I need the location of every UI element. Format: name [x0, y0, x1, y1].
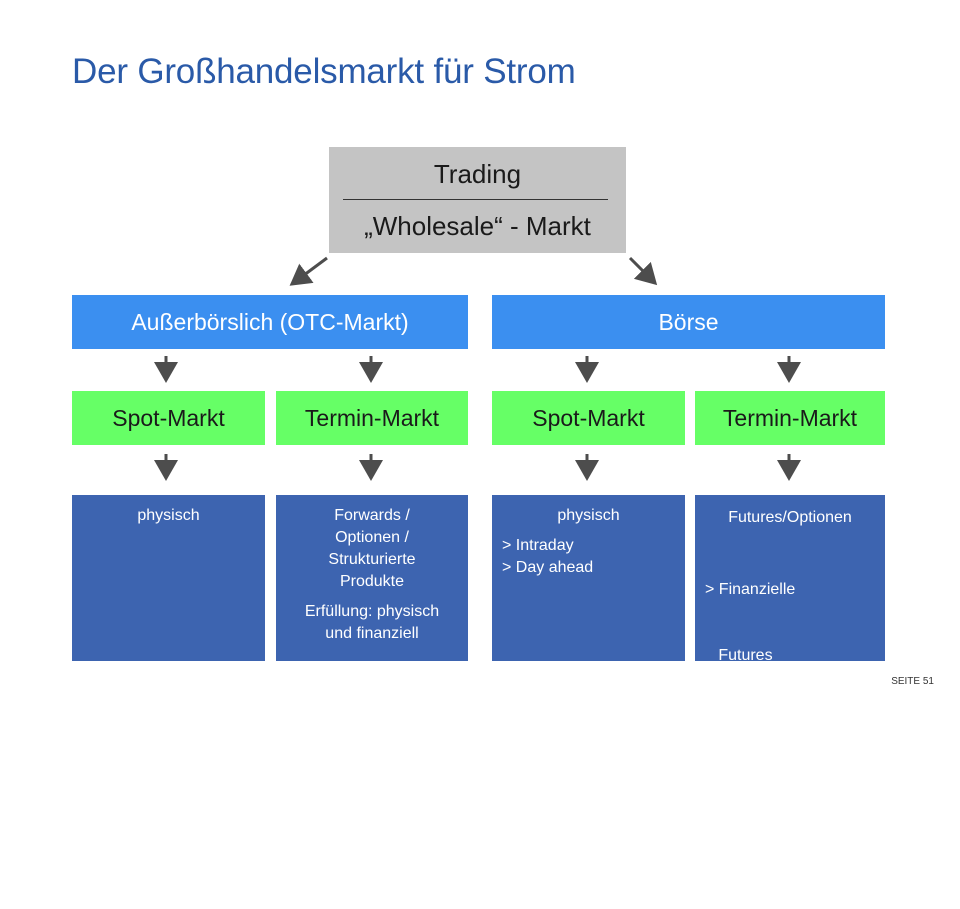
boerse-termin-detail: Futures/Optionen > Finanzielle Futures >… — [695, 495, 885, 862]
otc-termin-detail: Forwards / Optionen / Strukturierte Prod… — [276, 495, 468, 661]
detail-heading: physisch — [137, 507, 200, 524]
detail-line: Produkte — [339, 573, 405, 590]
page-title: Der Großhandelsmarkt für Strom — [72, 52, 576, 91]
connector-arrows — [154, 256, 801, 481]
bullet-item: > Physische — [705, 713, 792, 730]
category-boerse: Börse — [492, 295, 885, 349]
arrow-to-boerse — [628, 256, 658, 286]
bullet-list: > Finanzielle Futures > Physische Future… — [695, 535, 885, 909]
boerse-spot-markt: Spot-Markt — [492, 391, 685, 445]
fulfilment-line: und finanziell — [325, 625, 419, 642]
bullet-item: > Intraday — [502, 537, 574, 554]
trading-box: Trading „Wholesale“ - Markt — [329, 147, 626, 253]
fulfilment-line: Erfüllung: physisch — [304, 603, 440, 620]
arrow-to-otc — [289, 256, 328, 286]
detail-heading: physisch — [557, 507, 620, 524]
detail-line: Strukturierte — [328, 551, 416, 568]
otc-termin-markt: Termin-Markt — [276, 391, 468, 445]
category-otc: Außerbörslich (OTC-Markt) — [72, 295, 468, 349]
bullet-item: > Day ahead — [502, 559, 594, 576]
detail-heading: Futures/Optionen — [728, 509, 852, 526]
bullet-item: Futures — [705, 779, 773, 796]
bullet-item: > Finanzielle — [705, 581, 796, 598]
divider — [343, 199, 608, 200]
bullet-list: > Intraday > Day ahead — [492, 535, 685, 579]
bullet-item: > Optionen — [705, 845, 784, 862]
bullet-item: Futures — [705, 647, 773, 664]
otc-spot-detail: physisch — [72, 495, 265, 661]
trading-label: Trading — [433, 159, 522, 189]
wholesale-label: „Wholesale“ - Markt — [364, 211, 591, 241]
boerse-spot-detail: physisch > Intraday > Day ahead — [492, 495, 685, 661]
detail-line: Optionen / — [335, 529, 409, 546]
detail-line: Forwards / — [334, 507, 410, 524]
page-number: SEITE 51 — [891, 676, 934, 687]
boerse-termin-markt: Termin-Markt — [695, 391, 885, 445]
otc-spot-markt: Spot-Markt — [72, 391, 265, 445]
